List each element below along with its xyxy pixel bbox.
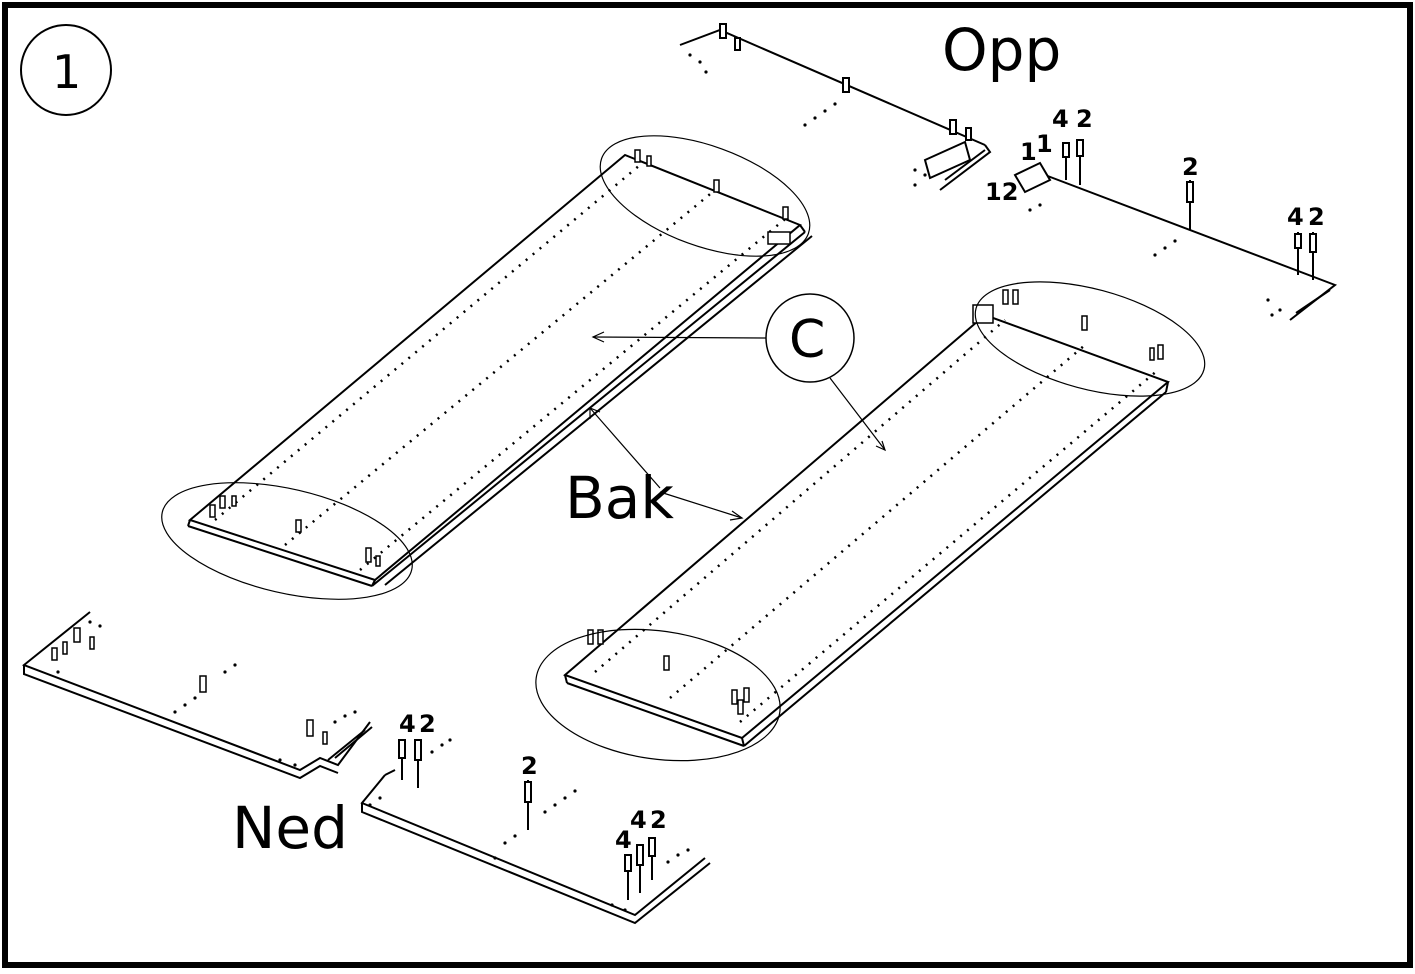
label-top: Opp <box>942 16 1061 84</box>
side-panel-right-fittings <box>587 289 1164 715</box>
bottom-panel-right <box>360 739 711 925</box>
qty-bottom-b: 2 <box>419 710 436 738</box>
back-arrows <box>589 407 744 521</box>
step-number: 1 <box>52 45 81 99</box>
qty-bottom-a: 4 <box>399 710 416 738</box>
side-panel-right <box>563 313 1170 747</box>
qty-top-b: 2 <box>1076 105 1093 133</box>
qty-top-e: 12 <box>985 178 1018 206</box>
highlight-ellipse-right-bottom <box>535 628 781 762</box>
top-panel-right <box>1013 139 1338 321</box>
side-panel-left-fittings <box>209 149 791 567</box>
qty-bottom-c: 2 <box>521 752 538 780</box>
qty-bottom-e: 2 <box>650 806 667 834</box>
side-panel-right-hole-rows <box>594 319 1159 723</box>
label-bottom: Ned <box>232 794 348 862</box>
bottom-panel-left <box>22 611 373 780</box>
bottom-panel-left-holes <box>56 620 357 767</box>
step-number-circle <box>20 24 112 116</box>
highlight-ellipse-left-bottom <box>161 482 413 600</box>
highlight-ellipse-left-top <box>599 135 811 257</box>
qty-top-h: 2 <box>1308 203 1325 231</box>
top-panel-right-holes <box>1028 203 1282 317</box>
qty-bottom-f: 4 <box>615 826 632 854</box>
callout-arrows <box>591 331 886 452</box>
qty-top-a: 4 <box>1052 105 1069 133</box>
panel-callout-label: C <box>789 310 825 370</box>
qty-top-c: 1 <box>1020 138 1037 166</box>
qty-top-d: 1 <box>1036 130 1053 158</box>
top-panel-left-holes <box>688 53 927 187</box>
qty-top-f: 2 <box>1182 153 1199 181</box>
qty-bottom-d: 4 <box>630 806 647 834</box>
side-panel-left <box>187 153 813 587</box>
bottom-panel-right-holes <box>368 738 690 912</box>
bottom-panel-left-fittings <box>51 627 328 745</box>
highlight-ellipse-right-top <box>974 281 1206 397</box>
top-panel-left <box>679 23 992 191</box>
qty-top-g: 4 <box>1287 203 1304 231</box>
label-back: Bak <box>565 464 674 532</box>
